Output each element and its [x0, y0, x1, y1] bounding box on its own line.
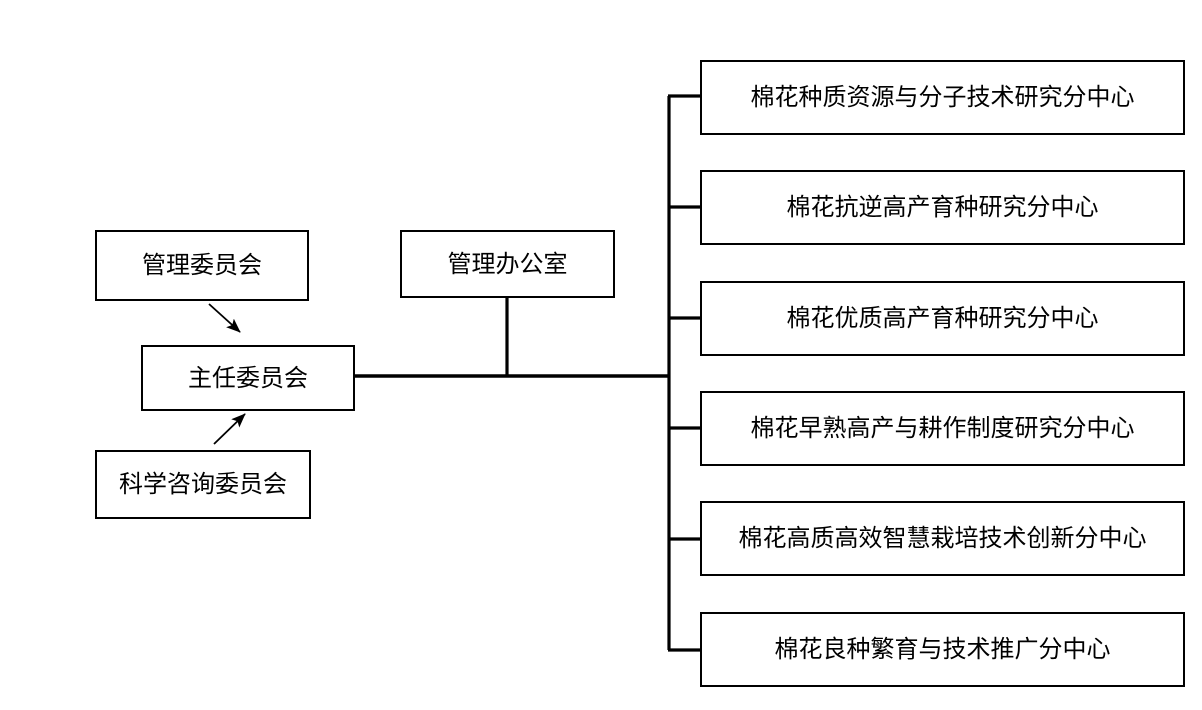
node-management-committee[interactable]: 管理委员会: [95, 230, 309, 301]
node-subcenter-2[interactable]: 棉花抗逆高产育种研究分中心: [700, 170, 1185, 245]
node-management-office[interactable]: 管理办公室: [400, 230, 615, 298]
node-director-committee[interactable]: 主任委员会: [141, 345, 355, 411]
node-subcenter-5[interactable]: 棉花高质高效智慧栽培技术创新分中心: [700, 501, 1185, 576]
node-subcenter-2-label: 棉花抗逆高产育种研究分中心: [786, 193, 1099, 222]
node-subcenter-1[interactable]: 棉花种质资源与分子技术研究分中心: [700, 60, 1185, 135]
arrow-advisory-to-director: [213, 413, 246, 445]
node-subcenter-3[interactable]: 棉花优质高产育种研究分中心: [700, 281, 1185, 356]
node-subcenter-1-label: 棉花种质资源与分子技术研究分中心: [750, 83, 1135, 112]
node-advisory-committee-label: 科学咨询委员会: [119, 470, 287, 499]
node-subcenter-3-label: 棉花优质高产育种研究分中心: [786, 304, 1099, 333]
node-director-committee-label: 主任委员会: [188, 363, 308, 392]
node-advisory-committee[interactable]: 科学咨询委员会: [95, 450, 311, 519]
node-subcenter-4-label: 棉花早熟高产与耕作制度研究分中心: [750, 414, 1135, 443]
node-management-committee-label: 管理委员会: [142, 251, 262, 280]
arrow-management-to-director: [208, 303, 241, 333]
node-subcenter-6-label: 棉花良种繁育与技术推广分中心: [774, 635, 1111, 664]
node-subcenter-5-label: 棉花高质高效智慧栽培技术创新分中心: [738, 524, 1147, 553]
node-subcenter-6[interactable]: 棉花良种繁育与技术推广分中心: [700, 612, 1185, 687]
node-management-office-label: 管理办公室: [447, 249, 568, 278]
node-subcenter-4[interactable]: 棉花早熟高产与耕作制度研究分中心: [700, 391, 1185, 466]
